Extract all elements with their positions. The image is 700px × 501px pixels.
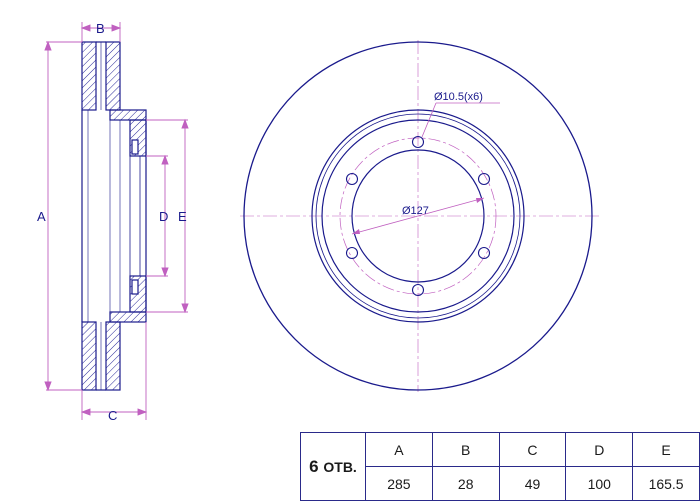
bolt-hole (345, 172, 359, 186)
header-cell: B (431, 432, 500, 467)
bolt-holes (345, 135, 491, 297)
friction-ring-top-left (81, 41, 97, 111)
front-view (240, 40, 600, 392)
bolt-hole (411, 283, 425, 297)
hat-outer-ring (311, 109, 525, 323)
holes-suffix: ОТВ. (323, 458, 357, 475)
disc-outer-edge (243, 41, 593, 391)
table-row: 285 28 49 100 165.5 (301, 466, 700, 501)
pcd-circle (339, 137, 497, 295)
holes-count-cell: 6 ОТВ. (300, 432, 366, 501)
dim-label-c: C (108, 408, 117, 423)
friction-ring-bottom-left (81, 321, 97, 391)
dim-label-b: B (96, 21, 105, 36)
value-cell: 100 (565, 466, 634, 501)
friction-ring-bottom-right (105, 321, 121, 391)
center-bore (351, 149, 485, 283)
value-cell: 49 (498, 466, 567, 501)
bolt-hole (477, 172, 491, 186)
bolt-hole (477, 246, 491, 260)
holes-count: 6 (309, 456, 319, 476)
value-cell: 28 (431, 466, 500, 501)
table-row: 6 ОТВ. A B C D E (300, 432, 700, 501)
side-section-view (81, 41, 147, 391)
spec-table: 6 ОТВ. A B C D E 285 28 49 100 165.5 (300, 432, 700, 501)
header-cell: E (632, 432, 700, 467)
hat-wall-bottom (109, 311, 147, 323)
side-dimensions (44, 22, 189, 420)
value-cell: 165.5 (632, 466, 700, 501)
dim-label-a: A (37, 209, 46, 224)
value-cell: 285 (365, 466, 433, 501)
friction-ring-top-right (105, 41, 121, 111)
dim-label-e: E (178, 209, 187, 224)
bolt-hole (345, 246, 359, 260)
header-cell: A (365, 432, 433, 467)
pcd-label: Ø127 (402, 205, 429, 217)
bolt-hole-label: Ø10.5(x6) (434, 91, 483, 103)
bolt-hole (411, 135, 425, 149)
header-cell: D (565, 432, 634, 467)
header-cell: C (498, 432, 567, 467)
hat-wall-top (109, 109, 147, 121)
dim-label-d: D (159, 209, 168, 224)
